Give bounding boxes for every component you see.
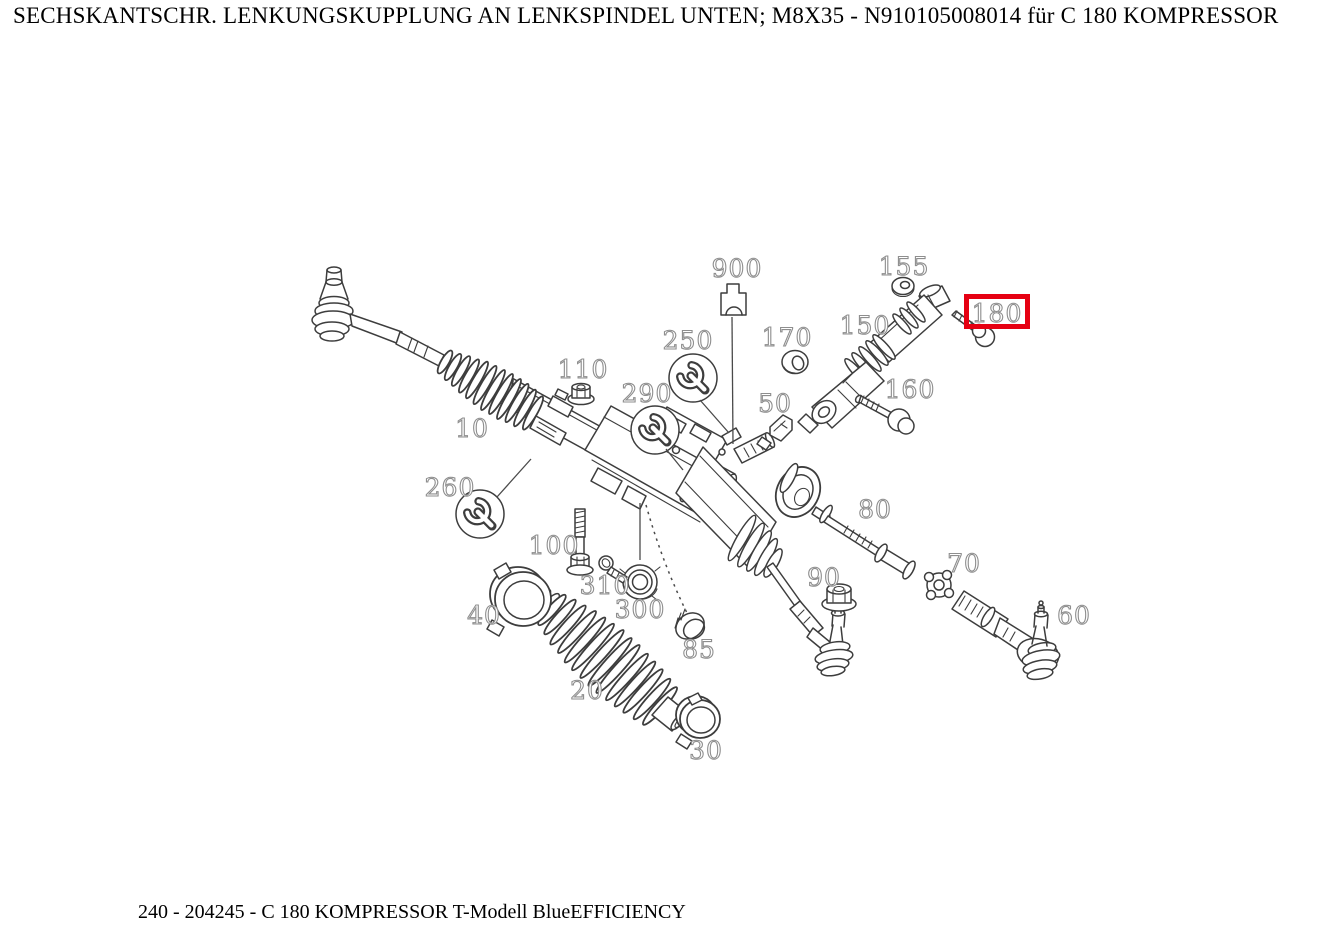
nut-110-drawing <box>567 382 595 406</box>
callout-80[interactable]: 80 <box>858 494 892 524</box>
callout-70[interactable]: 70 <box>947 548 981 578</box>
valve-and-cylinder-drawing <box>529 388 783 578</box>
callout-170[interactable]: 170 <box>761 322 813 352</box>
callout-10[interactable]: 10 <box>455 413 489 443</box>
footer-caption: 240 - 204245 - C 180 KOMPRESSOR T-Modell… <box>138 901 686 923</box>
washer-155-drawing <box>891 276 915 297</box>
callout-900[interactable]: 900 <box>711 253 763 283</box>
lower-tie-rod-drawing <box>766 562 854 677</box>
callout-100[interactable]: 100 <box>528 530 580 560</box>
callout-155[interactable]: 155 <box>878 251 930 281</box>
clamp-40-drawing <box>486 562 552 637</box>
callout-20[interactable]: 20 <box>570 675 604 705</box>
callout-110[interactable]: 110 <box>557 354 609 384</box>
bolt-100-drawing <box>566 508 594 576</box>
steering-coupling-drawing <box>797 284 951 434</box>
cap-85-drawing <box>674 608 706 640</box>
highlight-box-180[interactable] <box>964 294 1030 329</box>
wrench-marker-260 <box>455 489 505 539</box>
nut-90-drawing <box>821 583 857 612</box>
callout-160[interactable]: 160 <box>884 374 936 404</box>
callout-290[interactable]: 290 <box>621 378 673 408</box>
bolt-160-drawing <box>854 394 915 435</box>
callout-300[interactable]: 300 <box>614 594 666 624</box>
callout-50[interactable]: 50 <box>758 388 792 418</box>
screw-310-drawing <box>598 555 628 584</box>
callout-260[interactable]: 260 <box>424 472 476 502</box>
callout-85[interactable]: 85 <box>682 634 716 664</box>
callout-180[interactable]: 180 <box>971 298 1023 328</box>
inner-tie-rod-drawing <box>774 462 916 580</box>
plug-900-drawing <box>720 283 747 316</box>
callout-labels: 900 155 150 180 170 250 110 290 50 160 1… <box>424 251 1091 765</box>
callout-60[interactable]: 60 <box>1057 600 1091 630</box>
tie-rod-end-left-drawing <box>311 266 445 367</box>
clamp-30-drawing <box>675 692 721 750</box>
nut-70-drawing <box>923 569 955 601</box>
callout-250[interactable]: 250 <box>662 325 714 355</box>
callout-30[interactable]: 30 <box>689 735 723 765</box>
callout-40[interactable]: 40 <box>467 600 501 630</box>
bellows-boot-drawing <box>532 588 689 732</box>
grommet-170-drawing <box>781 349 809 375</box>
callout-90[interactable]: 90 <box>807 562 841 592</box>
left-boot-drawing <box>436 349 545 431</box>
leader-lines <box>496 316 734 614</box>
wrench-marker-290 <box>630 405 680 455</box>
callout-150[interactable]: 150 <box>839 310 891 340</box>
callout-310[interactable]: 310 <box>579 570 631 600</box>
page-title: SECHSKANTSCHR. LENKUNGSKUPPLUNG AN LENKS… <box>13 3 1279 28</box>
outer-tie-rod-drawing <box>951 590 1061 681</box>
wrench-marker-250 <box>668 353 718 403</box>
bracket-50-drawing <box>756 414 793 451</box>
